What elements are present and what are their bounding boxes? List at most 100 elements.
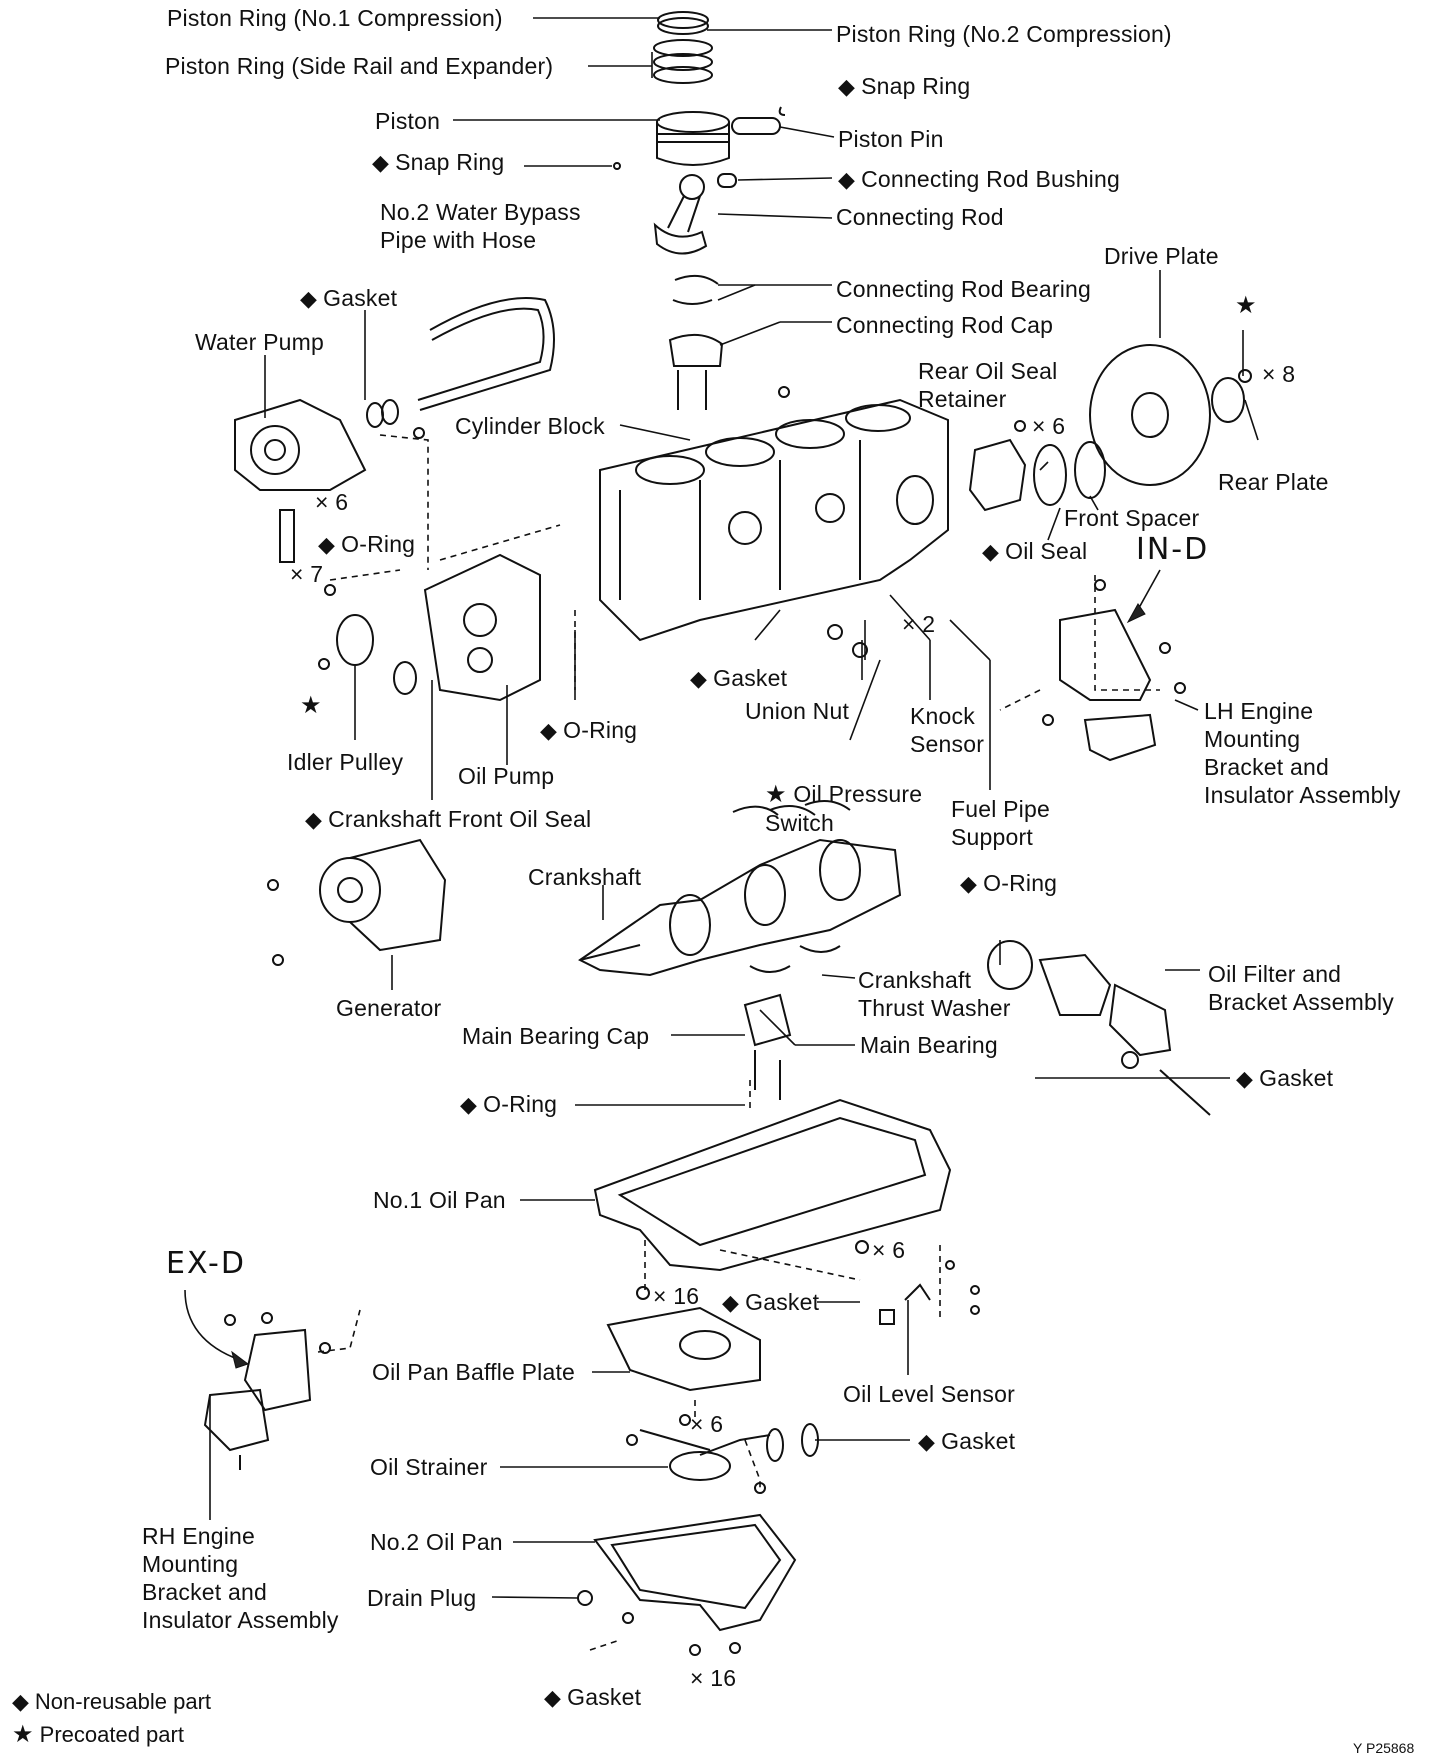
oil-pan-baffle-drawing: [606, 1306, 761, 1392]
water-pump-drawing: [234, 398, 399, 563]
qty-strainer: × 6: [690, 1411, 724, 1437]
label-piston-ring-side-rail: Piston Ring (Side Rail and Expander): [165, 53, 554, 79]
non-reusable-marker: ◆: [540, 718, 558, 743]
qty-water-pump: × 6: [315, 489, 349, 515]
label-drive-plate: Drive Plate: [1104, 243, 1219, 269]
label-gasket-top: ◆Gasket: [300, 285, 398, 311]
label-connecting-rod-bushing: ◆Connecting Rod Bushing: [838, 166, 1120, 192]
label-oring-left: ◆O-Ring: [318, 531, 416, 557]
label-ex-d: EX-D: [166, 1246, 246, 1281]
conn-rod-cap-drawing: [668, 333, 724, 410]
label-oring-mid: ◆O-Ring: [540, 717, 638, 743]
non-reusable-marker: ◆: [300, 286, 318, 311]
label-cylinder-block: Cylinder Block: [455, 413, 605, 439]
no2-oil-pan-drawing: [577, 1513, 797, 1632]
label-crankshaft: Crankshaft: [528, 864, 642, 890]
label-no1-oil-pan: No.1 Oil Pan: [373, 1187, 506, 1213]
piston-ring-no1-drawing: [657, 11, 709, 35]
main-bearing-cap-drawing: [743, 993, 792, 1100]
label-crankshaft-front-oil-seal: ◆Crankshaft Front Oil Seal: [305, 806, 592, 832]
piston-ring-side-rail-drawing: [653, 39, 713, 84]
label-oil-filter-bracket: Oil Filter and Bracket Assembly: [1208, 961, 1394, 1015]
label-main-bearing-cap: Main Bearing Cap: [462, 1023, 650, 1049]
label-drain-plug: Drain Plug: [367, 1585, 477, 1611]
label-knock-sensor: Knock Sensor: [910, 703, 985, 757]
label-oil-pressure-switch: ★ Oil Pressure Switch: [765, 781, 923, 836]
label-piston-ring-no1: Piston Ring (No.1 Compression): [167, 5, 503, 31]
label-oil-level-sensor: Oil Level Sensor: [843, 1381, 1015, 1407]
drive-plate-drawing: [1089, 344, 1245, 486]
snap-ring-drawings: [613, 106, 786, 170]
non-reusable-marker: ◆: [460, 1092, 478, 1117]
idler-pulley-drawing: [336, 614, 417, 695]
precoated-marker: ★: [12, 1721, 34, 1748]
label-front-spacer: Front Spacer: [1064, 505, 1200, 531]
label-connecting-rod: Connecting Rod: [836, 204, 1004, 230]
label-rear-oil-seal-retainer: Rear Oil Seal Retainer: [918, 358, 1058, 412]
non-reusable-marker: ◆: [918, 1429, 936, 1454]
cylinder-block-drawing: [599, 398, 949, 642]
non-reusable-marker: ◆: [838, 74, 856, 99]
connecting-rod-drawing: [653, 173, 737, 255]
label-fuel-pipe-support: Fuel Pipe Support: [951, 796, 1050, 850]
conn-rod-bearing-drawing: [672, 274, 719, 305]
label-gasket-level: ◆Gasket: [722, 1289, 820, 1315]
water-bypass-pipe-drawing: [417, 297, 555, 411]
label-piston-pin: Piston Pin: [838, 126, 944, 152]
label-snap-ring-right: ◆Snap Ring: [838, 73, 971, 99]
label-crankshaft-thrust-washer: Crankshaft Thrust Washer: [858, 967, 1011, 1021]
label-oil-seal: ◆Oil Seal: [982, 538, 1088, 564]
label-in-d: IN-D: [1136, 532, 1210, 567]
legend-precoated: ★ Precoated part: [12, 1721, 184, 1748]
figure-code: Y P25868: [1353, 1740, 1415, 1756]
precoated-marker: ★: [765, 781, 787, 808]
non-reusable-marker: ◆: [722, 1290, 740, 1315]
label-no2-oil-pan: No.2 Oil Pan: [370, 1529, 503, 1555]
qty-fuel-pipe: × 2: [902, 611, 936, 637]
label-connecting-rod-bearing: Connecting Rod Bearing: [836, 276, 1092, 302]
non-reusable-marker: ◆: [544, 1685, 562, 1710]
qty-pan-left: × 16: [653, 1283, 700, 1309]
piston-pin-drawing: [731, 117, 781, 135]
label-gasket-strainer: ◆Gasket: [918, 1428, 1016, 1454]
non-reusable-marker: ◆: [982, 539, 1000, 564]
non-reusable-marker: ◆: [960, 871, 978, 896]
generator-drawing: [319, 838, 447, 952]
legend-non-reusable: ◆Non-reusable part: [12, 1689, 212, 1714]
label-snap-ring-left: ◆Snap Ring: [372, 149, 505, 175]
piston-drawing: [656, 111, 730, 166]
lh-mount-drawing: [1059, 569, 1161, 762]
label-oring-filter: ◆O-Ring: [960, 870, 1058, 896]
label-idler-pulley: Idler Pulley: [287, 749, 404, 775]
no1-oil-pan-drawing: [593, 1098, 952, 1272]
alignment-dashed-lines: [317, 434, 1160, 1651]
label-water-bypass-pipe: No.2 Water Bypass Pipe with Hose: [380, 199, 581, 253]
qty-pan-right: × 6: [872, 1237, 906, 1263]
non-reusable-marker: ◆: [318, 532, 336, 557]
qty-pump-bolts: × 7: [290, 561, 324, 587]
rh-mount-drawing: [184, 1289, 312, 1470]
label-oring-pan: ◆O-Ring: [460, 1091, 558, 1117]
rear-oil-seal-retainer-drawing: [968, 438, 1106, 512]
label-piston-ring-no2: Piston Ring (No.2 Compression): [836, 21, 1172, 47]
label-main-bearing: Main Bearing: [860, 1032, 998, 1058]
label-oil-pan-baffle-plate: Oil Pan Baffle Plate: [372, 1359, 576, 1385]
label-lh-engine-mount: LH Engine Mounting Bracket and Insulator…: [1204, 698, 1401, 808]
qty-pan2: × 16: [690, 1665, 737, 1691]
non-reusable-marker: ◆: [690, 666, 708, 691]
label-connecting-rod-cap: Connecting Rod Cap: [836, 312, 1054, 338]
oil-level-sensor-drawing: [879, 1283, 931, 1325]
label-union-nut: Union Nut: [745, 698, 850, 724]
label-oil-pump: Oil Pump: [458, 763, 555, 789]
precoated-marker: ★: [1235, 292, 1257, 319]
label-rear-plate: Rear Plate: [1218, 469, 1329, 495]
label-generator: Generator: [336, 995, 442, 1021]
qty-rear-plate: × 8: [1262, 361, 1296, 387]
precoated-marker: ★: [300, 692, 322, 719]
oil-strainer-drawing: [639, 1423, 819, 1481]
label-gasket-filter: ◆Gasket: [1236, 1065, 1334, 1091]
label-gasket-bottom: ◆Gasket: [544, 1684, 642, 1710]
oil-filter-drawing: [987, 940, 1211, 1116]
main-bearing-drawing: [732, 800, 851, 973]
